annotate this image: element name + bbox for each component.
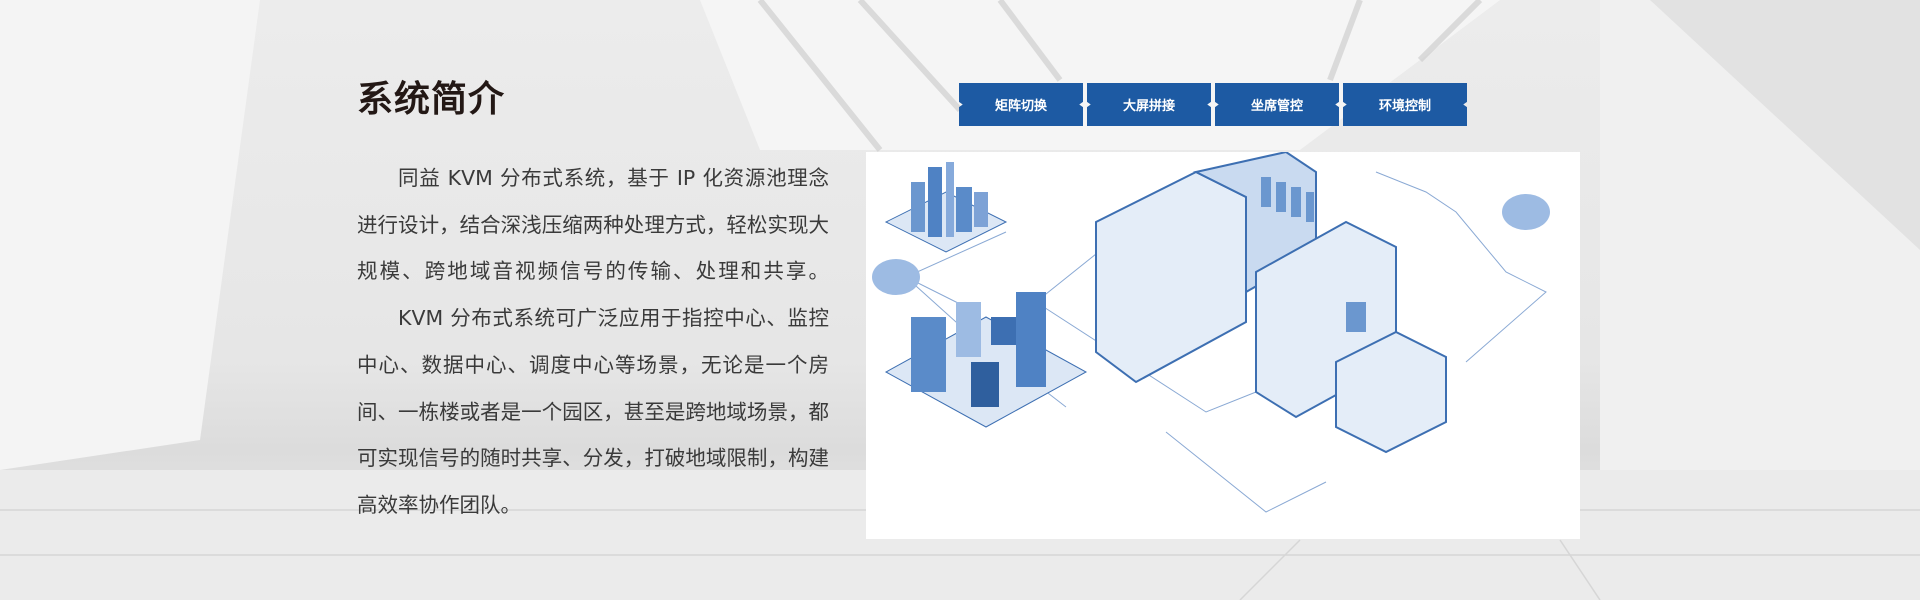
city-cluster-top [884,162,1008,253]
intro-paragraph-1: 同益 KVM 分布式系统，基于 IP 化资源池理念进行设计，结合深浅压缩两种处理… [357,166,829,284]
tab-seat-control[interactable]: 坐席管控 [1215,83,1339,126]
campus-buildings [884,292,1088,428]
server-racks [1261,177,1366,332]
system-illustration [866,150,1580,539]
tab-environment-control[interactable]: 环境控制 [1343,83,1467,126]
cloud-icon [872,194,1550,295]
tab-video-wall[interactable]: 大屏拼接 [1087,83,1211,126]
tab-matrix-switch[interactable]: 矩阵切换 [959,83,1083,126]
intro-paragraph-2: KVM 分布式系统可广泛应用于指控中心、监控中心、数据中心、调度中心等场景，无论… [357,306,829,517]
page-title: 系统简介 [357,79,506,120]
feature-tabs: 矩阵切换 大屏拼接 坐席管控 环境控制 [959,83,1467,126]
intro-text: 同益 KVM 分布式系统，基于 IP 化资源池理念进行设计，结合深浅压缩两种处理… [357,155,829,529]
